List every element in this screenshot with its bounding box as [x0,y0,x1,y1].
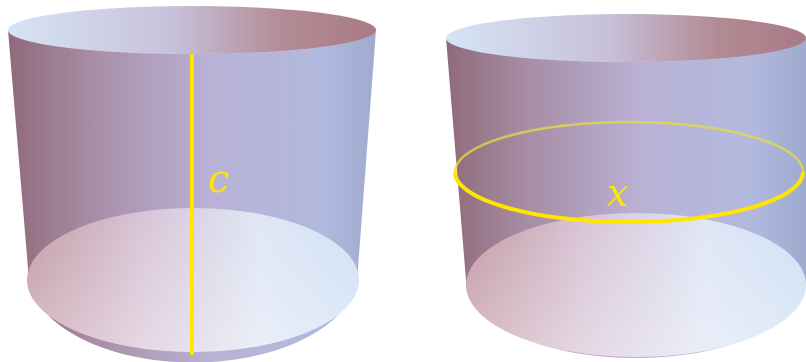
curve-x-front-arc [453,171,805,224]
right-cylinder-top-opening [446,14,806,62]
curve-c-label: c [208,157,229,201]
curve-x-label: x [607,171,628,215]
right-cylinder-base-highlight [466,213,806,357]
right-cylinder: x [446,14,806,358]
curve-x-back-arc [453,120,805,173]
left-cylinder-top-opening [8,6,376,54]
left-cylinder: c [8,6,376,362]
